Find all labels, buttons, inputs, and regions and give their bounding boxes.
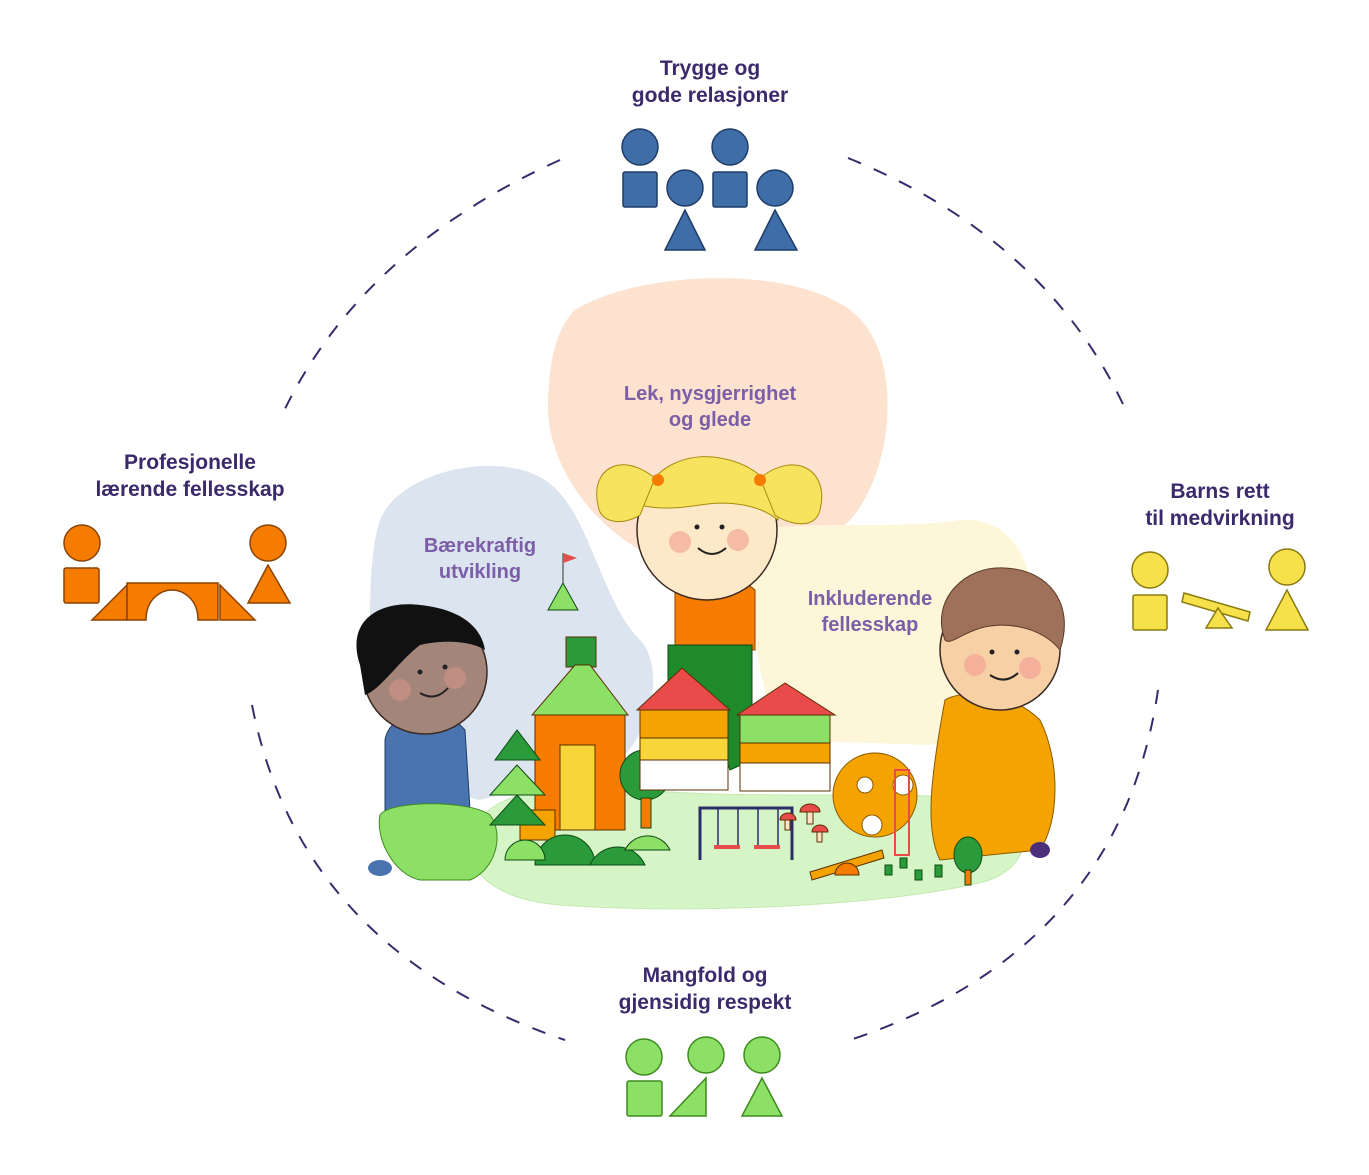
seesaw-toy: [809, 849, 885, 881]
children-playing-with-blocks-illustration: [356, 456, 1065, 910]
theme-inclusive-label: Inkluderende fellesskap: [770, 586, 970, 638]
value-top-line2: gode relasjoner: [631, 84, 789, 107]
orange-bridge-blocks-icon: [63, 524, 292, 621]
mushrooms: [779, 803, 829, 843]
theme-play-line1: Lek, nysgjerrighet: [623, 383, 797, 405]
blue-people-shapes-icon: [621, 128, 799, 251]
boy-left: [356, 604, 498, 881]
value-right-line1: Barns rett: [1170, 480, 1270, 503]
value-bottom-label: Mangfold og gjensidig respekt: [555, 962, 855, 1016]
green-varied-shapes-icon: [625, 1036, 784, 1117]
dashed-ring: [251, 157, 1159, 1041]
value-top-line1: Trygge og: [659, 57, 761, 80]
block-houses: [635, 667, 837, 792]
small-blocks: [884, 857, 943, 881]
value-bottom-line1: Mangfold og: [642, 964, 768, 987]
value-left-line1: Profesjonelle: [124, 451, 256, 474]
flag-toy: [547, 553, 579, 611]
ball-toy: [832, 752, 918, 856]
theme-play-line2: og glede: [668, 409, 752, 431]
theme-sustainable-line1: Bærekraftig: [423, 535, 537, 557]
theme-sustainable-label: Bærekraftig utvikling: [385, 533, 575, 585]
block-tower: [519, 636, 630, 841]
theme-inclusive-line2: fellesskap: [821, 614, 919, 636]
value-left-line2: lærende fellesskap: [95, 478, 285, 501]
value-right-label: Barns rett til medvirkning: [1080, 478, 1360, 532]
swing-set: [698, 806, 794, 860]
value-bottom-line2: gjensidig respekt: [618, 991, 792, 1014]
theme-inclusive-line1: Inkluderende: [807, 588, 933, 610]
boy-right: [930, 567, 1065, 861]
yellow-seesaw-icon: [1131, 548, 1310, 631]
value-left-label: Profesjonelle lærende fellesskap: [40, 449, 340, 503]
value-right-line2: til medvirkning: [1145, 507, 1295, 530]
value-top-label: Trygge og gode relasjoner: [560, 55, 860, 109]
theme-play-label: Lek, nysgjerrighet og glede: [580, 381, 840, 433]
theme-sustainable-line2: utvikling: [438, 561, 522, 583]
